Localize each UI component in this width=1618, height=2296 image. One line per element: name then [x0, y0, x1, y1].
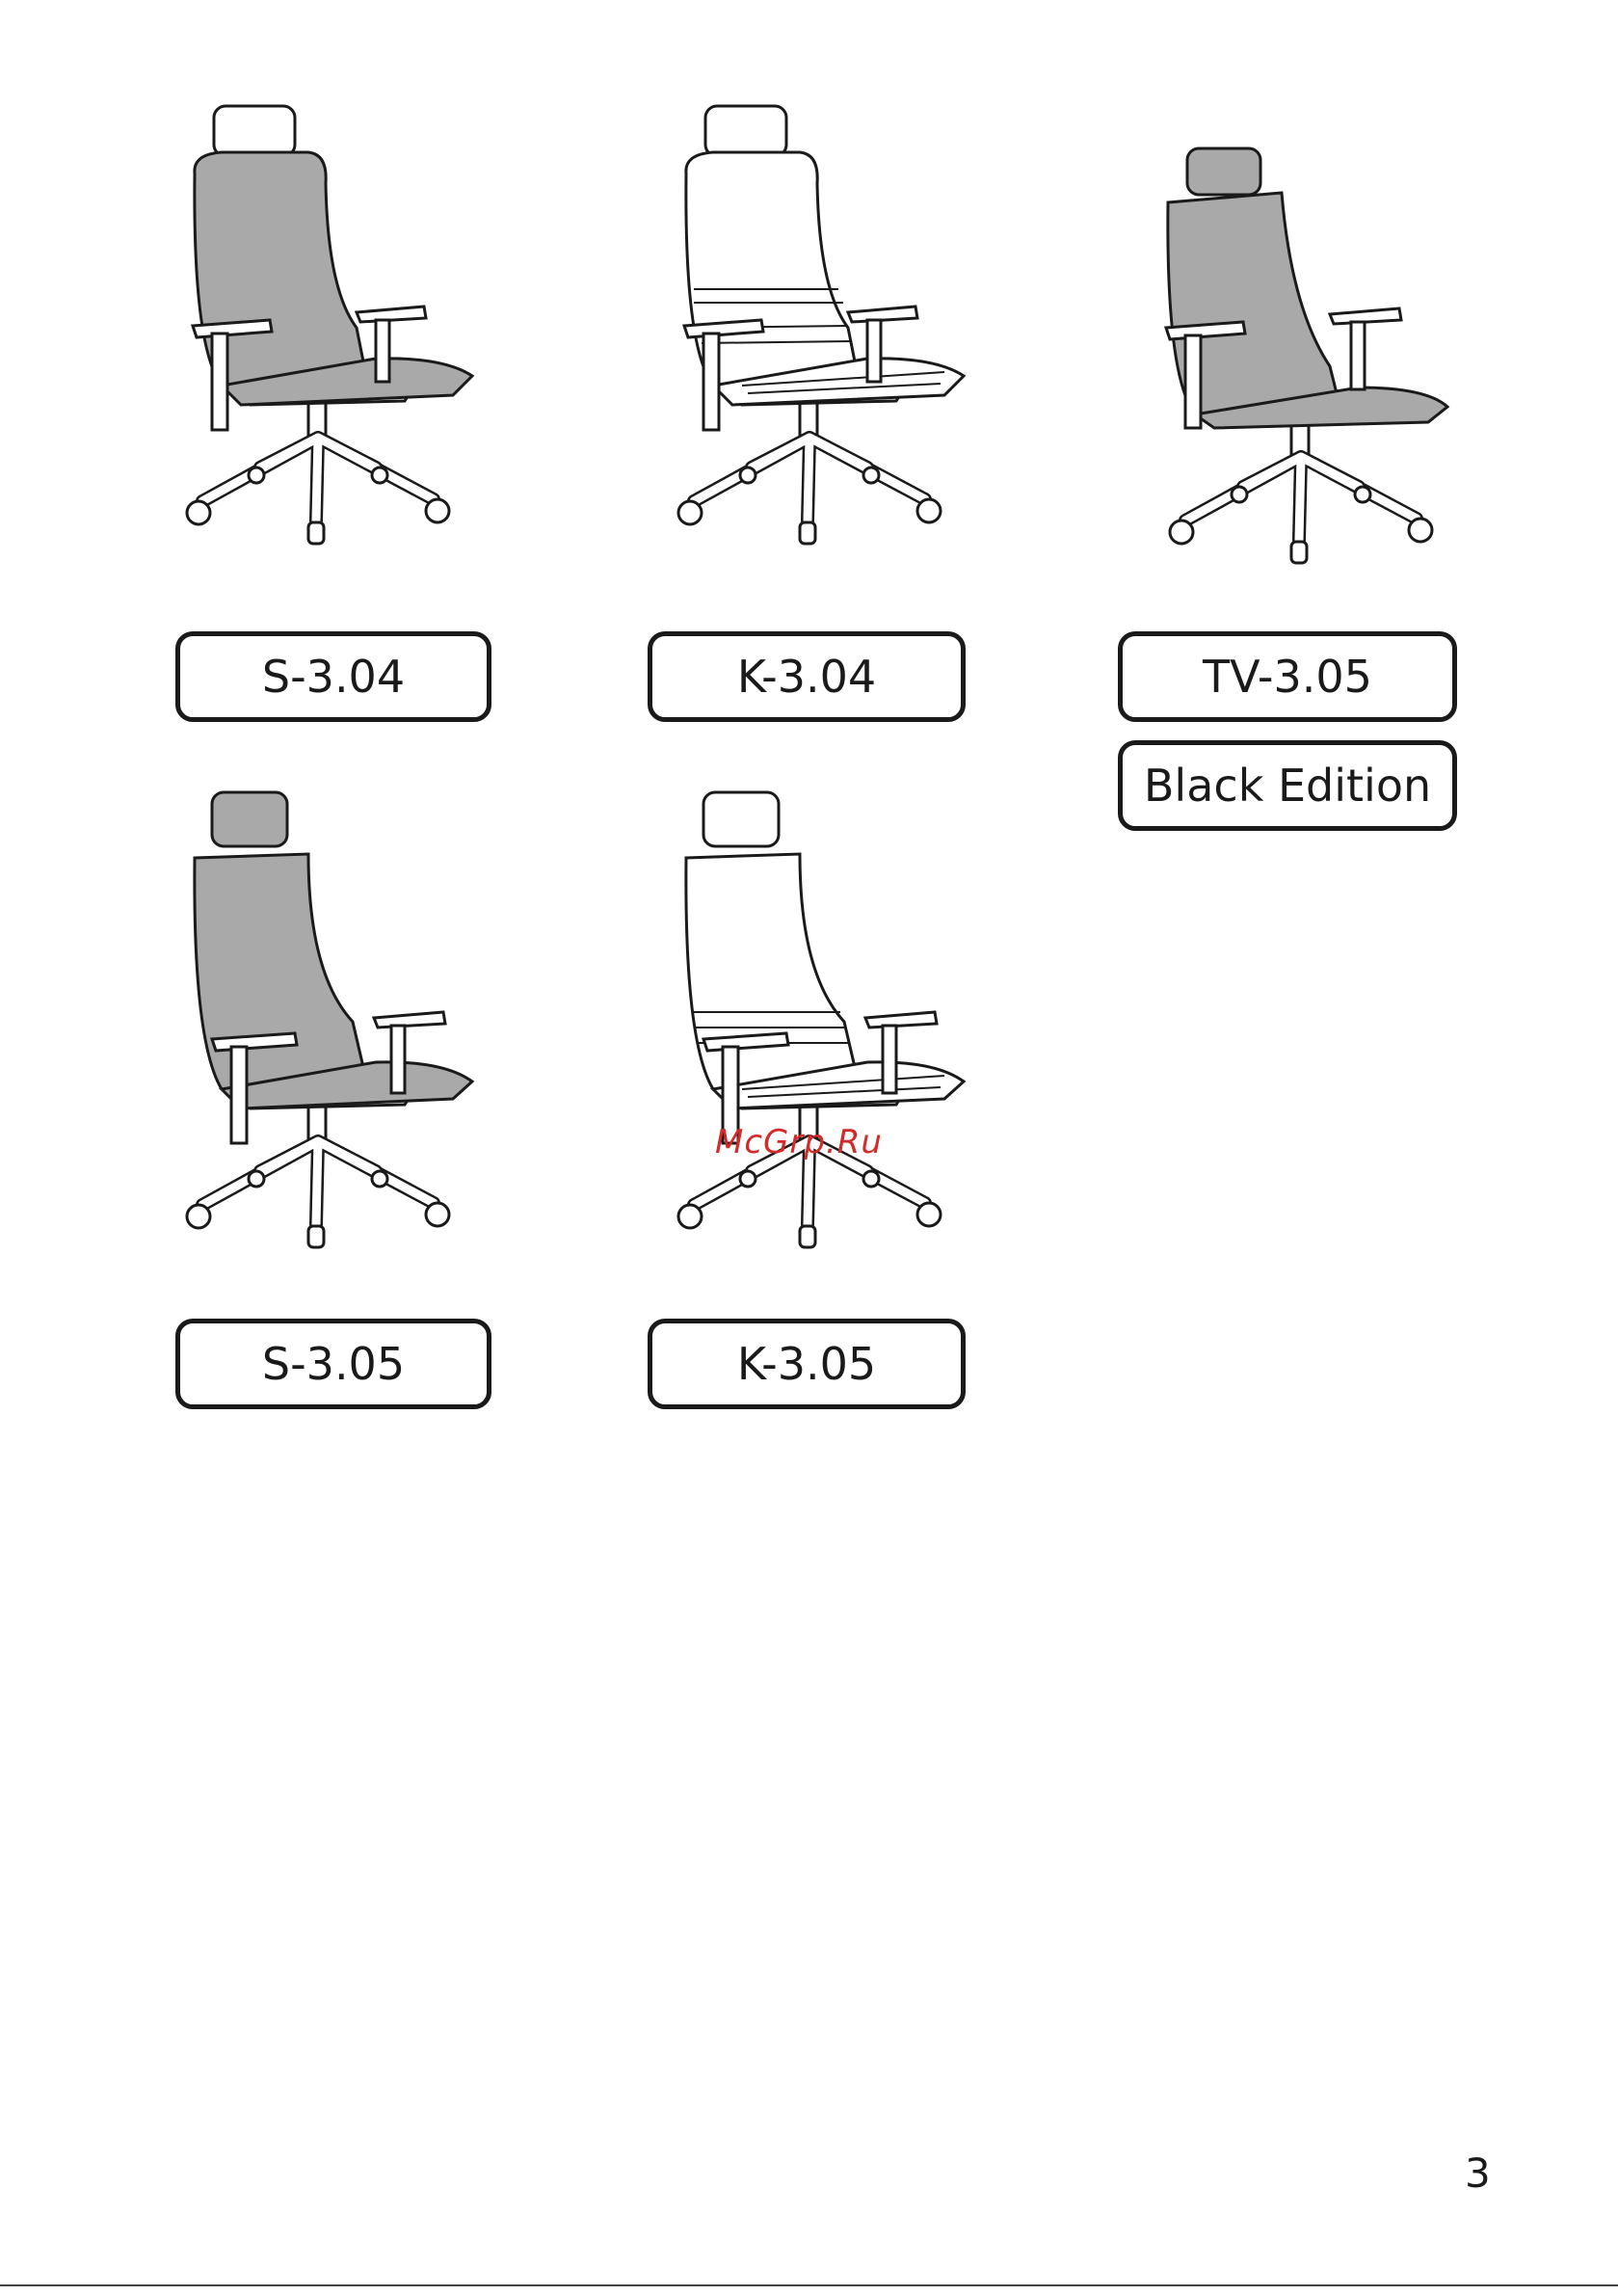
chair-image-s305 [164, 781, 491, 1301]
model-label-s304: S-3.04 [175, 631, 491, 722]
chair-image-k304 [655, 96, 983, 598]
chair-image-k305 [655, 781, 983, 1301]
model-label-tv305: TV-3.05 [1118, 631, 1457, 722]
model-label-k304: K-3.04 [648, 631, 966, 722]
model-label-s305: S-3.05 [175, 1319, 491, 1409]
page-number: 3 [1465, 2149, 1491, 2197]
chair-image-tv305 [1147, 135, 1474, 617]
watermark: McGrp.Ru [715, 1123, 883, 1161]
chair-image-s304 [164, 96, 491, 598]
model-sublabel-black-edition: Black Edition [1118, 740, 1457, 831]
bottom-rule [0, 2284, 1618, 2286]
model-label-k305: K-3.05 [648, 1319, 966, 1409]
